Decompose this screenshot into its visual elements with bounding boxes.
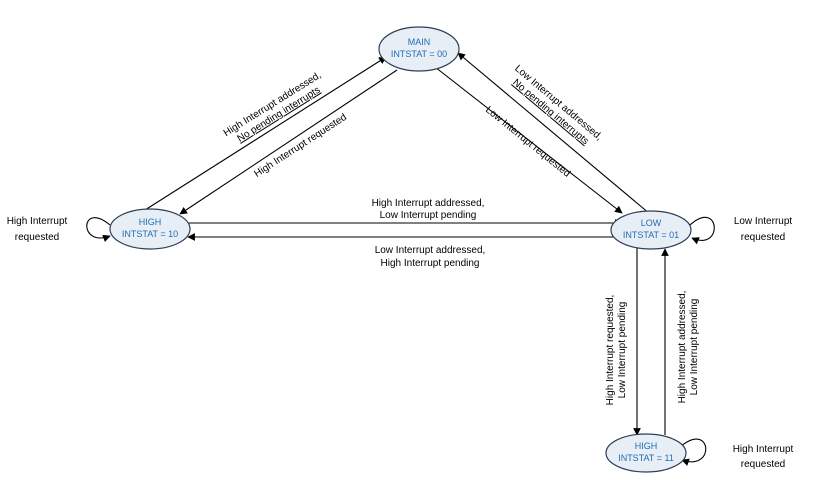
label-self-high10-line1: High Interrupt <box>7 216 68 227</box>
label-self-low01-line1: Low Interrupt <box>734 216 793 227</box>
label-high10-to-low01-line2: Low Interrupt pending <box>380 210 477 221</box>
state-high-10[interactable]: HIGH INTSTAT = 10 <box>109 208 191 250</box>
state-main-name: MAIN <box>408 37 431 47</box>
edge-high10-to-main <box>144 56 387 211</box>
label-self-high11-line2: requested <box>741 459 785 470</box>
state-low-01-status: INTSTAT = 01 <box>623 230 679 240</box>
edge-main-to-high10 <box>179 69 398 215</box>
label-low01-to-high11-line2: Low Interrupt pending <box>617 302 628 399</box>
self-loop-low01 <box>689 217 715 245</box>
state-main[interactable]: MAIN INTSTAT = 00 <box>378 26 460 72</box>
label-low01-to-high10-line1: Low Interrupt addressed, <box>375 245 486 256</box>
label-low01-to-main-line1: Low Interrupt addressed, <box>512 63 604 143</box>
label-self-low01-line2: requested <box>741 232 785 243</box>
label-self-high10-line2: requested <box>15 232 59 243</box>
state-high-10-status: INTSTAT = 10 <box>122 229 178 239</box>
label-high11-to-low01-line2: Low Interrupt pending <box>689 299 700 396</box>
label-high11-to-low01: High Interrupt addressed, Low Interrupt … <box>677 291 700 404</box>
self-loop-high11 <box>679 438 707 466</box>
label-low01-to-high10-line2: High Interrupt pending <box>381 258 480 269</box>
label-high11-to-low01-line1: High Interrupt addressed, <box>677 291 688 404</box>
edge-main-to-low01 <box>434 66 623 214</box>
self-loop-high10 <box>86 217 111 243</box>
state-low-01-name: LOW <box>641 218 662 228</box>
state-high-11-status: INTSTAT = 11 <box>618 453 674 463</box>
state-high-11-name: HIGH <box>635 441 658 451</box>
state-low-01[interactable]: LOW INTSTAT = 01 <box>610 210 692 250</box>
label-self-high11-line1: High Interrupt <box>733 444 794 455</box>
label-high10-to-low01-line1: High Interrupt addressed, <box>372 198 485 209</box>
label-low01-to-high11: High Interrupt requested, Low Interrupt … <box>605 295 628 406</box>
edge-low01-to-main <box>457 52 651 215</box>
label-low01-to-high11-line1: High Interrupt requested, <box>605 295 616 406</box>
state-main-status: INTSTAT = 00 <box>391 49 447 59</box>
state-high-11[interactable]: HIGH INTSTAT = 11 <box>605 433 687 473</box>
state-high-10-name: HIGH <box>139 217 162 227</box>
